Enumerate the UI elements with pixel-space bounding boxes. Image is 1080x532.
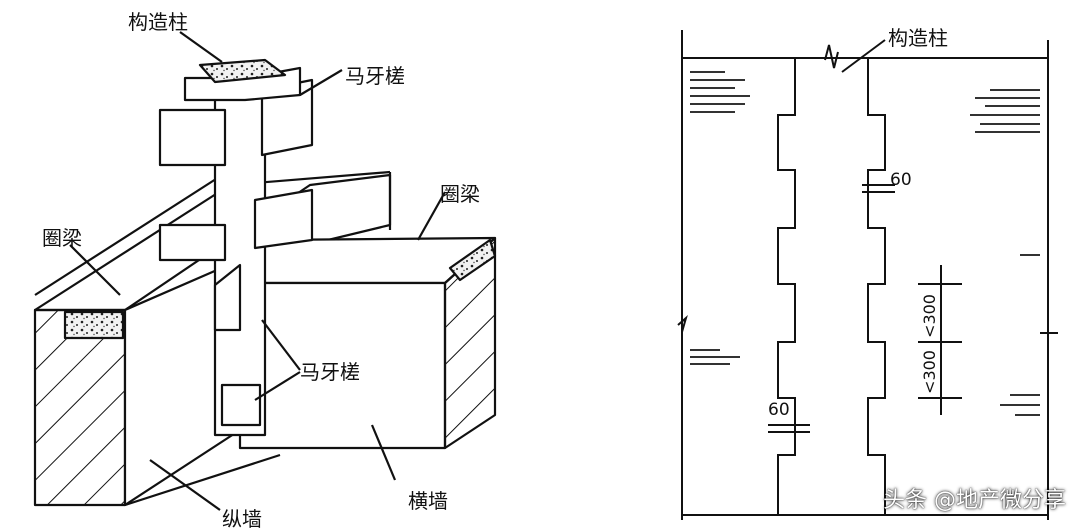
watermark: 头条 @地产微分享 (883, 488, 1066, 513)
column-right-edge (867, 58, 886, 515)
dim-300-bottom: <300 (920, 350, 939, 394)
label-maya-top: 马牙槎 (345, 64, 405, 88)
column-top-section (198, 58, 287, 84)
lower-tooth-left (158, 223, 227, 262)
ring-beam-section-right (448, 238, 497, 282)
label-ring-beam-right: 圈梁 (440, 182, 480, 206)
mid-notch (213, 263, 242, 332)
label-column-left: 构造柱 (128, 10, 188, 34)
dim-60-top: 60 (890, 170, 912, 190)
isometric-view (33, 31, 497, 511)
wall-texture (690, 71, 1040, 416)
label-ring-beam-left: 圈梁 (42, 226, 82, 250)
ring-beam-section-left (63, 310, 125, 340)
label-maya-middle: 马牙槎 (300, 360, 360, 384)
label-column-right: 构造柱 (888, 26, 948, 50)
lower-tooth-right (253, 188, 314, 250)
label-longitudinal-wall: 纵墙 (222, 507, 262, 531)
longitudinal-wall-hatched-end (33, 308, 127, 507)
upper-tooth-left (158, 108, 227, 167)
column-left-edge (777, 58, 796, 515)
tooth-lower (220, 383, 262, 427)
label-cross-wall: 横墙 (408, 489, 448, 513)
dim-300-top: <300 (920, 294, 939, 338)
dim-60-bottom: 60 (768, 400, 790, 420)
elevation-view (677, 30, 1058, 520)
